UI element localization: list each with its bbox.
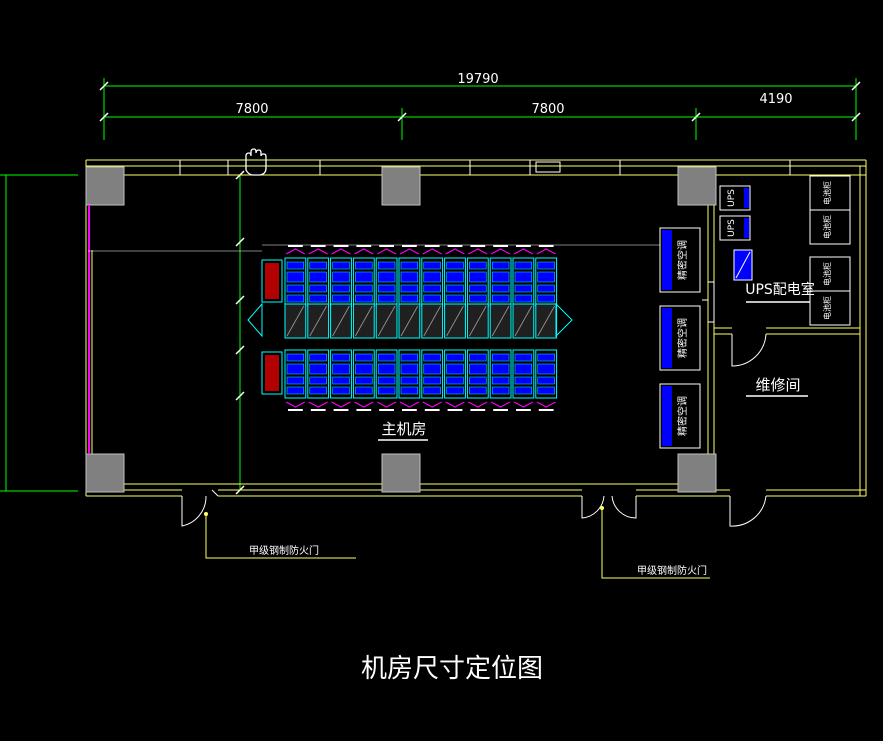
- server-rack: [284, 349, 307, 411]
- ac-unit: [659, 383, 701, 449]
- server-rack: [375, 245, 398, 307]
- server-rack: [330, 349, 352, 411]
- server-rack: [444, 245, 466, 307]
- server-rack: [330, 245, 352, 307]
- battery-cabinet: [809, 290, 851, 326]
- server-rack: [421, 245, 444, 307]
- dimension-lines: [0, 78, 857, 492]
- repair-door: [729, 495, 767, 527]
- aisle-panel: [512, 303, 535, 339]
- drawing-caption: 机房尺寸定位图: [361, 654, 543, 684]
- aisle-panel: [398, 303, 421, 339]
- rack-row-top: [284, 245, 558, 307]
- window-mullions: [179, 160, 791, 175]
- server-rack: [466, 245, 489, 307]
- column: [677, 453, 717, 493]
- column: [85, 166, 125, 206]
- callout-fire-door-2: 甲级钢制防火门: [637, 564, 707, 577]
- column: [381, 166, 421, 206]
- ups-unit: [719, 185, 751, 211]
- ac-unit-label: 精密空调: [676, 396, 689, 436]
- server-rack: [307, 349, 330, 411]
- distribution-panel-bottom: [261, 351, 283, 395]
- server-rack: [535, 349, 558, 411]
- aisle-panel: [284, 303, 307, 339]
- callout-fire-door-1: 甲级钢制防火门: [249, 544, 319, 557]
- aisle-panel: [466, 303, 489, 339]
- aisle-panel: [535, 303, 558, 339]
- cold-aisle: [284, 303, 558, 339]
- fire-door-2-right: [611, 495, 637, 519]
- server-rack: [512, 349, 535, 411]
- partition-door: [702, 281, 715, 323]
- ups-door: [731, 333, 767, 367]
- ac-unit: [659, 305, 701, 371]
- fire-door-1: [181, 495, 207, 527]
- hand-cursor-icon: [245, 148, 267, 176]
- ac-unit-label: 精密空调: [676, 318, 689, 358]
- column: [85, 453, 125, 493]
- aisle-panel: [330, 303, 352, 339]
- server-rack: [489, 349, 512, 411]
- server-rack: [535, 245, 558, 307]
- structural-columns: [85, 166, 717, 493]
- callout-lines: [205, 508, 710, 579]
- column: [677, 166, 717, 206]
- server-rack: [375, 349, 398, 411]
- dimension-segment-left: 7800: [235, 102, 268, 117]
- room-label-main: 主机房: [381, 420, 426, 438]
- aisle-panel: [421, 303, 444, 339]
- precision-ac-units: 精密空调 精密空调 精密空调: [659, 227, 701, 449]
- fire-door-2-left: [581, 495, 605, 519]
- distribution-panel-top: [261, 259, 283, 303]
- server-rack: [307, 245, 330, 307]
- server-rack: [352, 349, 375, 411]
- dimension-segment-right: 4190: [759, 92, 792, 107]
- aisle-panel: [489, 303, 512, 339]
- server-rack-rows: [88, 244, 660, 411]
- battery-cabinet-label: 电池柜: [822, 262, 832, 286]
- ac-unit: [659, 227, 701, 293]
- aisle-panel: [444, 303, 466, 339]
- dimension-segment-middle: 7800: [531, 102, 564, 117]
- column: [381, 453, 421, 493]
- battery-cabinet-label: 电池柜: [822, 215, 832, 239]
- aisle-panel: [352, 303, 375, 339]
- dimension-total: 19790: [457, 72, 498, 87]
- battery-cabinet-label: 电池柜: [822, 296, 832, 320]
- server-rack: [284, 245, 307, 307]
- server-rack: [444, 349, 466, 411]
- server-rack: [398, 245, 421, 307]
- doors: [181, 281, 767, 527]
- server-rack: [466, 349, 489, 411]
- rack-row-bottom: [284, 349, 558, 411]
- aisle-panel: [375, 303, 398, 339]
- room-label-ups: UPS配电室: [745, 281, 815, 298]
- battery-cabinet-label: 电池柜: [822, 181, 832, 205]
- ac-unit-label: 精密空调: [676, 240, 689, 280]
- server-rack: [489, 245, 512, 307]
- server-rack: [421, 349, 444, 411]
- ups-unit-label: UPS: [727, 189, 737, 207]
- ups-room-equipment: UPS UPS 电池柜 电池柜 电池柜 电池柜: [719, 175, 851, 326]
- server-rack: [352, 245, 375, 307]
- server-rack: [512, 245, 535, 307]
- room-label-repair: 维修间: [755, 376, 800, 394]
- ups-unit: [719, 215, 751, 241]
- ups-unit-label: UPS: [727, 219, 737, 237]
- server-rack: [398, 349, 421, 411]
- aisle-panel: [307, 303, 330, 339]
- battery-cabinet: [809, 209, 851, 245]
